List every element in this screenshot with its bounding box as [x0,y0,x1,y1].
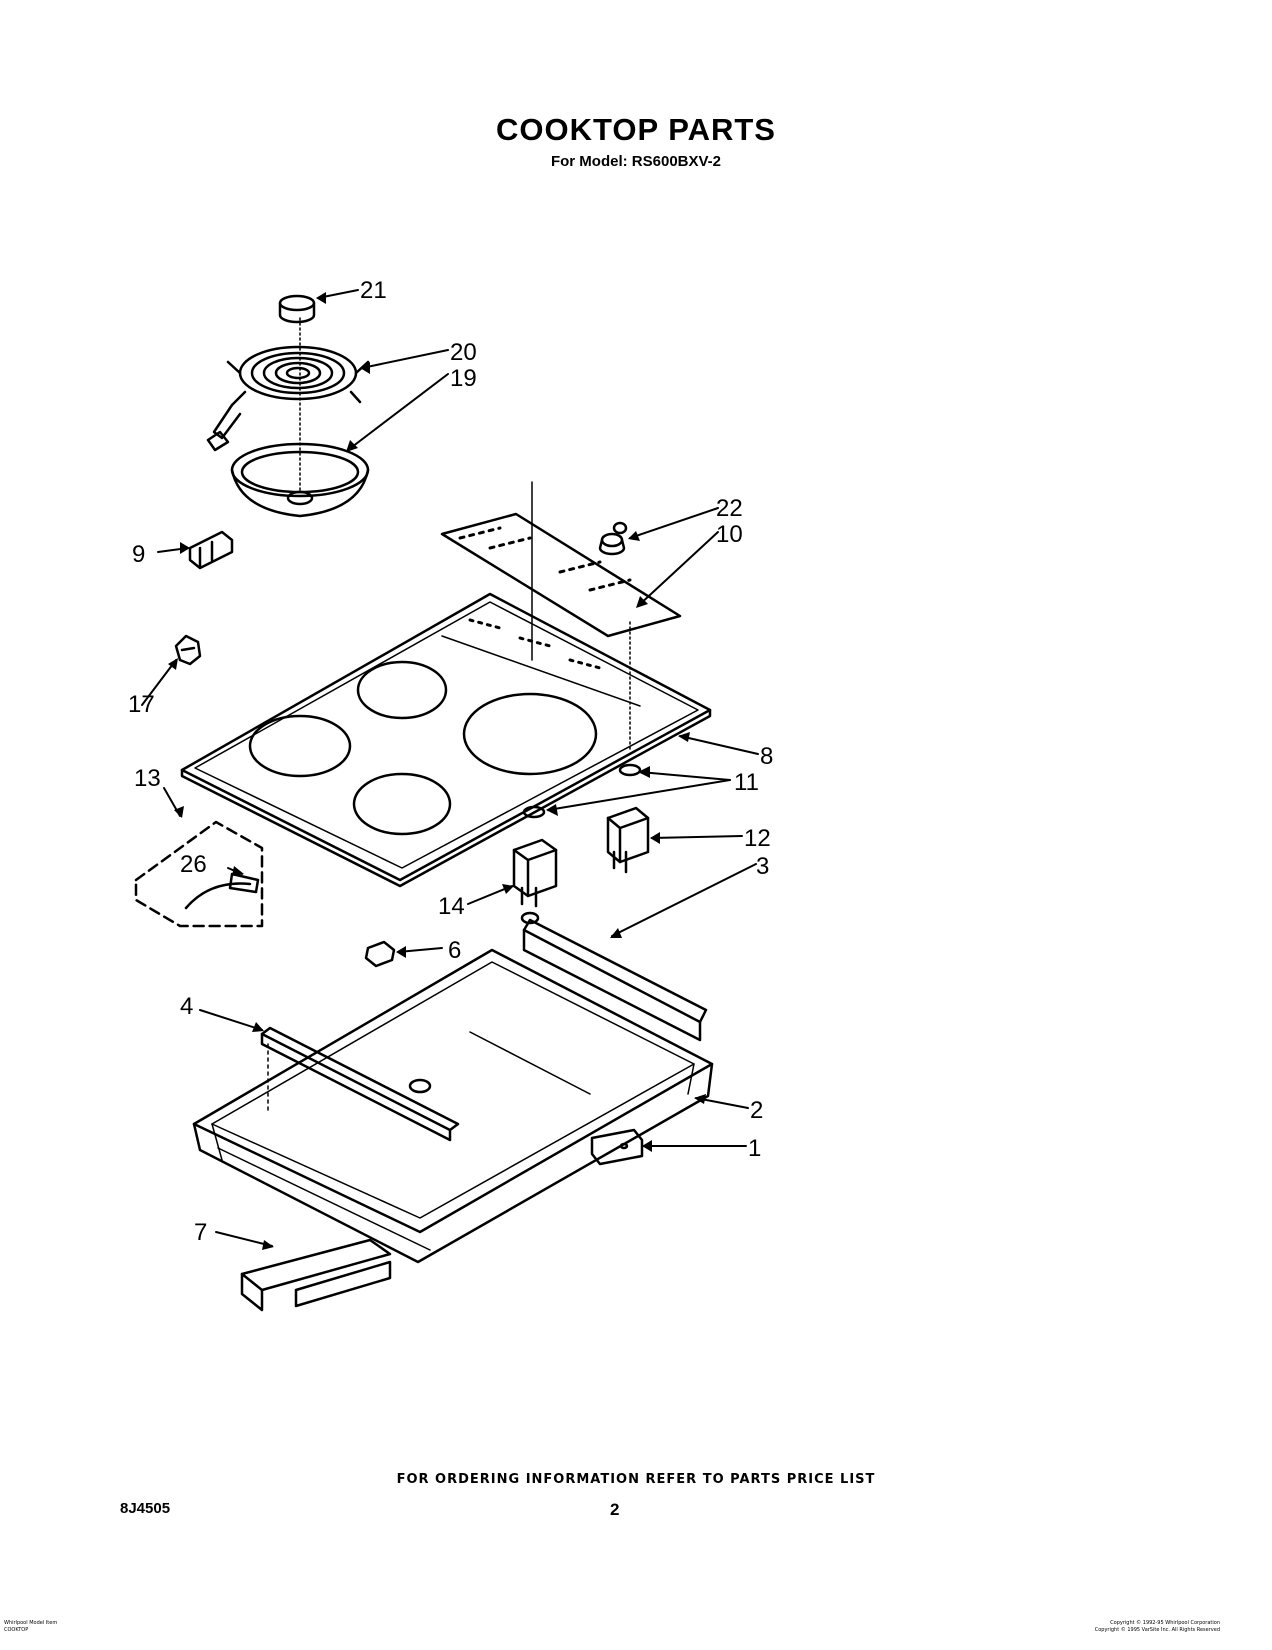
leader-lines [141,289,759,1247]
copyright-line2: Copyright © 1995 VarSite Inc. All Rights… [1094,1627,1220,1633]
wire-harness-detail [134,820,264,928]
mounting-clip [364,940,396,968]
front-support [240,1238,392,1312]
callout-7: 7 [194,1219,207,1246]
indicator-light [598,521,628,556]
callout-9: 9 [132,541,145,568]
callout-12: 12 [744,825,771,852]
document-number: 8J4505 [120,1500,171,1517]
control-panel-strip [440,512,682,638]
drip-bowl [230,442,370,518]
cooktop-top [180,592,712,888]
callout-17: 17 [128,691,155,718]
callout-13: 13 [134,765,161,792]
callout-14: 14 [438,893,465,920]
copyright-note: Copyright © 1992-95 Whirlpool Corporatio… [1095,1620,1220,1634]
callout-4: 4 [180,993,193,1020]
model-subtitle: For Model: RS600BXV-2 [550,153,722,170]
callout-11: 11 [734,769,759,796]
page-title: COOKTOP PARTS [496,112,776,147]
copyright-line1: Copyright © 1992-95 Whirlpool Corporatio… [1110,1620,1220,1626]
rear-support [590,1128,644,1166]
page-number: 2 [610,1500,620,1519]
callout-2: 2 [750,1097,763,1124]
mounting-washer [522,763,642,819]
callout-3: 3 [756,853,769,880]
terminal-block [188,530,234,570]
source-note-left-line1: Whirlpool Model Item [4,1620,58,1626]
source-note-left-line2: COOKTOP [4,1627,29,1633]
burner-box [192,948,714,1264]
infinite-switch-right [606,806,650,874]
callout-1: 1 [748,1135,761,1162]
infinite-switch-left [512,838,558,908]
burner-center-cap [278,294,316,324]
surface-element-coil [206,345,370,452]
callout-22: 22 [716,495,743,522]
rear-bracket [520,911,708,1042]
source-note-left: Whirlpool Model Item COOKTOP [4,1620,57,1634]
callout-19: 19 [450,365,477,392]
callout-21: 21 [360,277,387,304]
callout-6: 6 [448,937,461,964]
callout-8: 8 [760,743,773,770]
callout-20: 20 [450,339,477,366]
ordering-note: FOR ORDERING INFORMATION REFER TO PARTS … [396,1472,876,1487]
receptacle-clip [174,634,202,666]
front-bracket [260,1026,460,1142]
leader-arrowheads [168,292,706,1250]
callout-10: 10 [716,521,743,548]
callout-26: 26 [180,851,207,878]
callout-labels: 21 20 19 22 10 9 17 8 11 13 26 12 3 14 6… [128,277,773,1246]
